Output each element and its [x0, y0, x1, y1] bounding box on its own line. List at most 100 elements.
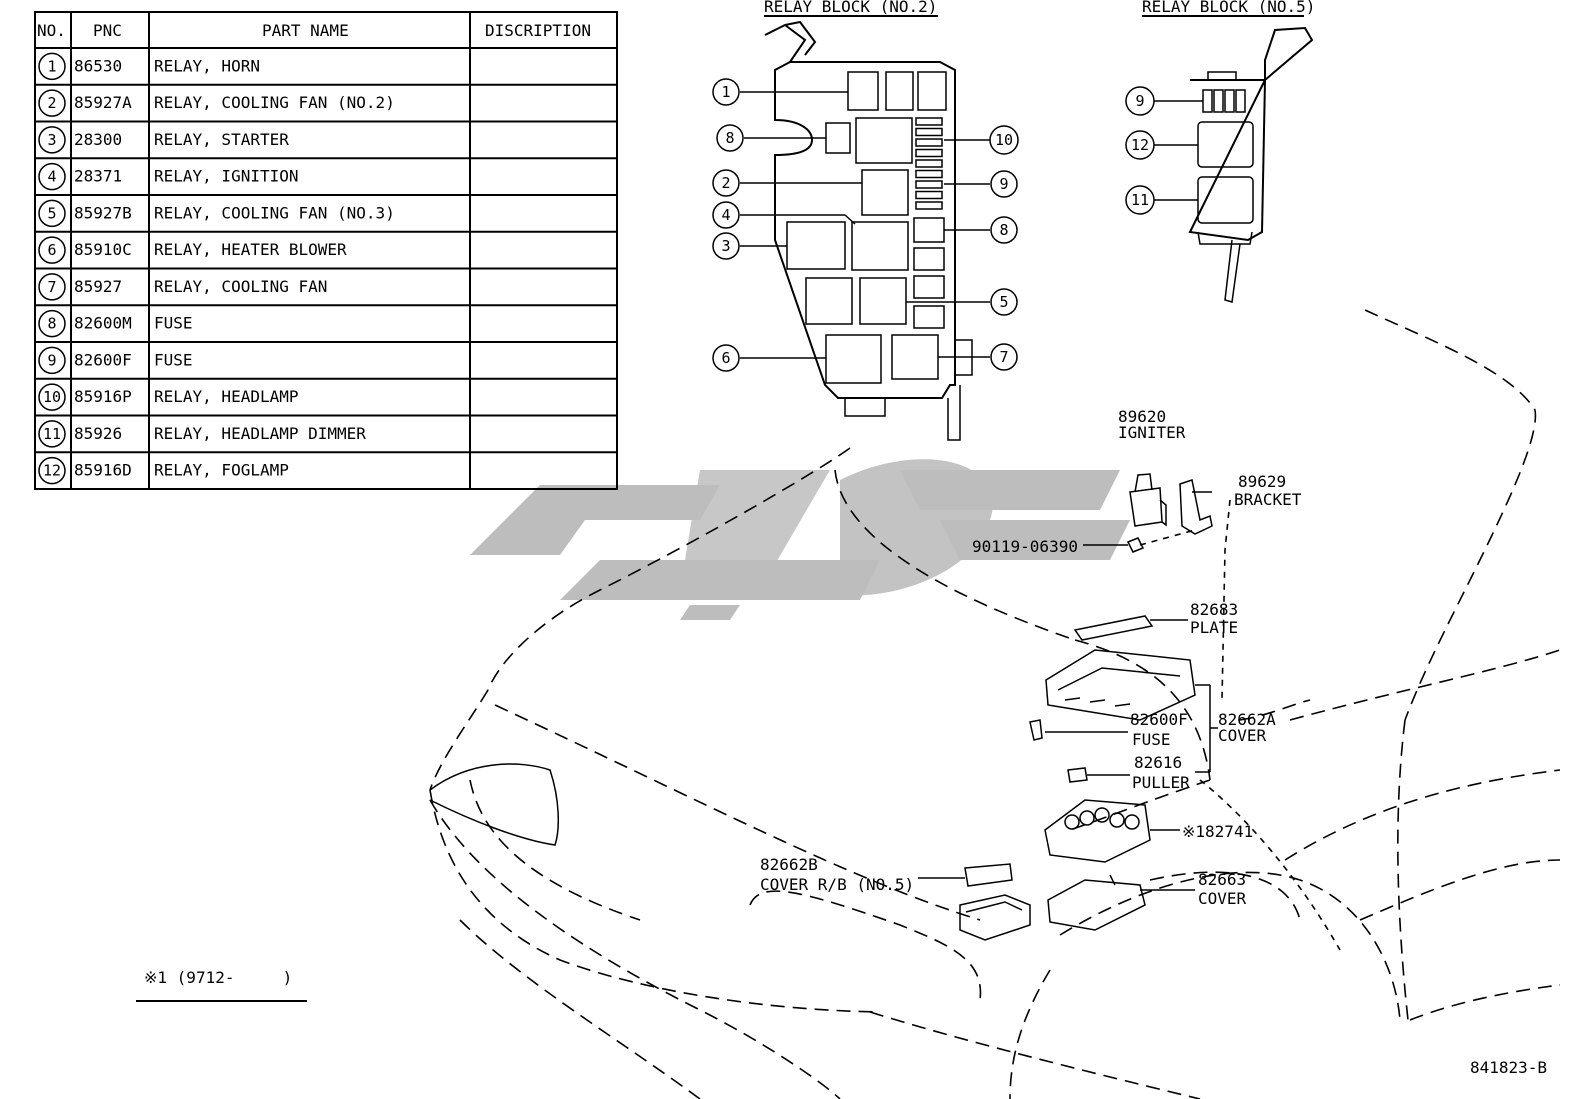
relay-block-no5-title: RELAY BLOCK (NO.5) — [1142, 0, 1315, 16]
row-number-circle — [38, 126, 66, 154]
plate-name: PLATE — [1190, 618, 1238, 637]
cover-rb-name: COVER R/B (NO.5) — [760, 875, 914, 894]
row-part-name: RELAY, COOLING FAN — [154, 277, 327, 296]
relay-block-no5: RELAY BLOCK (NO.5) 9 12 11 — [1125, 0, 1315, 303]
exploded-parts — [918, 473, 1218, 941]
row-number: 2 — [47, 94, 56, 112]
callout-9: 9 — [999, 175, 1008, 193]
cover-rb-pnc: 82662B — [760, 855, 818, 874]
row-number: 4 — [47, 168, 56, 186]
table-row: 3 28300 RELAY, STARTER — [38, 126, 289, 154]
callout-7: 7 — [999, 348, 1008, 366]
fuse-slot — [915, 201, 943, 210]
table-row: 7 85927 RELAY, COOLING FAN — [38, 273, 327, 301]
row-part-name: FUSE — [154, 314, 193, 333]
bolt-pnc: 90119-06390 — [972, 537, 1078, 556]
table-row: 9 82600F FUSE — [38, 346, 193, 375]
row-part-name: RELAY, COOLING FAN (NO.2) — [154, 93, 395, 112]
callout-10: 10 — [995, 131, 1013, 149]
callout-8b: 8 — [999, 221, 1008, 239]
table-row: 11 85926 RELAY, HEADLAMP DIMMER — [38, 420, 366, 448]
row-part-name: RELAY, HEADLAMP DIMMER — [154, 424, 366, 443]
cover-name: COVER — [1198, 889, 1247, 908]
fuse-slot — [915, 190, 943, 200]
row-number-circle — [38, 162, 66, 191]
row-number: 1 — [47, 57, 56, 75]
row-number-circle — [38, 236, 66, 264]
puller-pnc: 82616 — [1134, 753, 1182, 772]
row-part-name: FUSE — [154, 350, 193, 369]
row-number: 5 — [47, 204, 56, 222]
part-labels: 89620 IGNITER 89629 BRACKET 90119-06390 … — [760, 407, 1302, 908]
relay-block-no2: RELAY BLOCK (NO.2) — [712, 0, 1019, 441]
table-row: 10 85916P RELAY, HEADLAMP — [38, 383, 299, 411]
fuse-slot — [915, 169, 943, 179]
table-row: 4 28371 RELAY, IGNITION — [38, 162, 299, 191]
row-number-circle — [38, 309, 66, 338]
row-pnc: 85916D — [74, 461, 132, 480]
fuse-slot — [915, 117, 943, 126]
header-description: DISCRIPTION — [485, 21, 591, 40]
callout-1: 1 — [721, 83, 730, 101]
row-pnc: 28300 — [74, 130, 122, 149]
row-number: 8 — [47, 315, 56, 333]
watermark-logo — [470, 459, 1130, 620]
row-pnc: 85927A — [74, 93, 132, 112]
igniter-name: IGNITER — [1118, 423, 1186, 442]
row-pnc: 85926 — [74, 424, 122, 443]
callout-5: 5 — [999, 293, 1008, 311]
fuse-slot — [915, 180, 943, 189]
row-part-name: RELAY, HEATER BLOWER — [154, 240, 347, 259]
callout-3: 3 — [721, 237, 730, 255]
row-number-circle — [38, 89, 66, 117]
row-number: 6 — [47, 241, 56, 259]
callout-8: 8 — [725, 129, 734, 147]
fuse-slot — [915, 127, 943, 137]
row-part-name: RELAY, FOGLAMP — [154, 461, 289, 480]
fuse-pnc: 82600F — [1130, 710, 1188, 729]
row-number-circle — [38, 420, 66, 448]
row-number-circle — [38, 346, 66, 375]
cover-a-name: COVER — [1218, 726, 1267, 745]
bracket-name: BRACKET — [1234, 490, 1302, 509]
bracket-pnc: 89629 — [1238, 472, 1286, 491]
row-pnc: 85927B — [74, 203, 132, 222]
table-row: 2 85927A RELAY, COOLING FAN (NO.2) — [38, 89, 395, 117]
callout-4: 4 — [721, 206, 730, 224]
row-number: 9 — [47, 351, 56, 369]
rb5-callout-9: 9 — [1135, 92, 1144, 110]
row-pnc: 85916P — [74, 387, 132, 406]
row-pnc: 82600F — [74, 350, 132, 369]
header-part-name: PART NAME — [262, 21, 349, 40]
row-number-circle — [38, 52, 66, 81]
fuse-name: FUSE — [1132, 730, 1171, 749]
row-number: 7 — [47, 278, 56, 296]
header-no: NO. — [37, 21, 66, 40]
row-part-name: RELAY, STARTER — [154, 130, 289, 149]
row-pnc: 85927 — [74, 277, 122, 296]
igniter-pnc: 89620 — [1118, 407, 1166, 426]
rb5-callout-12: 12 — [1131, 136, 1149, 154]
cover-pnc: 82663 — [1198, 870, 1246, 889]
cover-a-pnc: 82662A — [1218, 710, 1276, 729]
row-number-circle — [38, 199, 66, 228]
callout-6: 6 — [721, 349, 730, 367]
row-number: 11 — [43, 425, 61, 443]
fuse-slot — [915, 159, 943, 168]
row-number: 3 — [47, 131, 56, 149]
puller-name: PULLER — [1132, 773, 1190, 792]
row-number: 10 — [43, 388, 61, 406]
row-part-name: RELAY, IGNITION — [154, 167, 299, 186]
fuse-slot — [915, 148, 943, 158]
row-part-name: RELAY, COOLING FAN (NO.3) — [154, 203, 395, 222]
row-part-name: RELAY, HEADLAMP — [154, 387, 299, 406]
row-number-circle — [38, 456, 66, 485]
plate-pnc: 82683 — [1190, 600, 1238, 619]
row-pnc: 28371 — [74, 167, 122, 186]
